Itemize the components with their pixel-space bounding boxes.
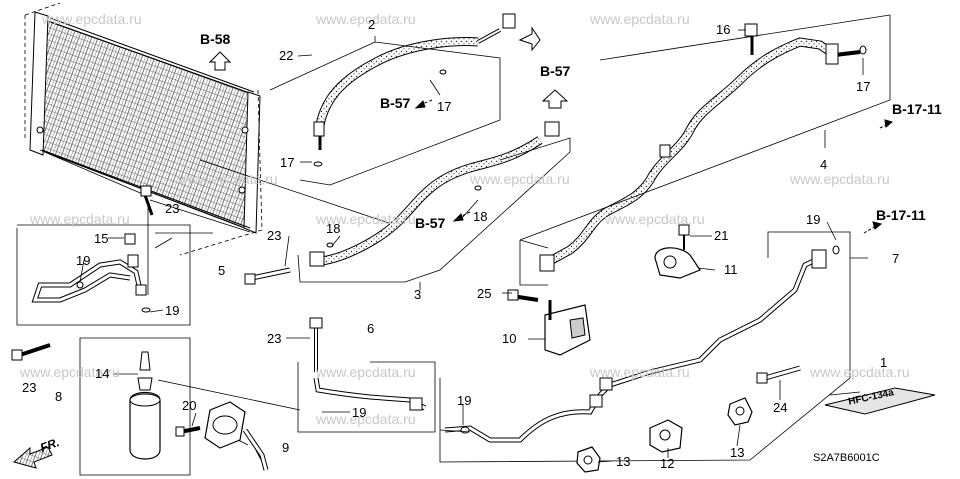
watermark-text: www.epcdata.ru (316, 11, 416, 27)
part-22-label[interactable]: 22 (279, 48, 294, 63)
part-3-label[interactable]: 3 (414, 287, 422, 302)
ref-b57-middle[interactable]: B-57 (540, 63, 571, 79)
part-9-label[interactable]: 9 (282, 440, 290, 455)
part-16-label[interactable]: 16 (716, 22, 731, 37)
part-19-label-pipe5[interactable]: 19 (76, 253, 91, 268)
part-25-label[interactable]: 25 (477, 286, 492, 301)
part-24-label[interactable]: 24 (773, 400, 788, 415)
diagram-code: S2A7B6001C (813, 452, 880, 464)
part-5-label[interactable]: 5 (218, 263, 226, 278)
watermark-text: www.epcdata.ru (605, 211, 705, 227)
watermark-text: www.epcdata.ru (470, 171, 570, 187)
ref-b58[interactable]: B-58 (200, 31, 231, 47)
ref-b1711-upper[interactable]: B-17-11 (892, 101, 942, 117)
part-11-label[interactable]: 11 (724, 262, 738, 277)
part-19-label-upper[interactable]: 19 (806, 212, 821, 227)
part-18-label-left[interactable]: 18 (326, 221, 341, 236)
part-19-label-pipe6[interactable]: 19 (352, 405, 367, 420)
watermark-text: www.epcdata.ru (590, 364, 690, 380)
part-13-label-right[interactable]: 13 (730, 445, 745, 460)
watermark-text: www.epcdata.ru (590, 11, 690, 27)
part-1-label[interactable]: 1 (880, 355, 888, 370)
ref-b1711-lower[interactable]: B-17-11 (876, 207, 926, 223)
part-23-label-lower[interactable]: 23 (22, 380, 37, 395)
part-13-label-lower[interactable]: 13 (616, 454, 631, 469)
watermark-text: www.epcdata.ru (30, 211, 130, 227)
part-2-label[interactable]: 2 (368, 17, 376, 32)
ref-b57-upper[interactable]: B-57 (380, 95, 411, 111)
part-12-label[interactable]: 12 (660, 456, 675, 471)
part-17-label-upper[interactable]: 17 (437, 99, 452, 114)
part-8-label[interactable]: 8 (55, 389, 63, 404)
part-15-label[interactable]: 15 (94, 231, 109, 246)
watermark-text: www.epcdata.ru (316, 364, 416, 380)
condenser (29, 11, 261, 234)
watermark-text: www.epcdata.ru (316, 411, 416, 427)
watermark-text: www.epcdata.ru (42, 11, 142, 27)
part-23-label-pipe6[interactable]: 23 (267, 331, 282, 346)
part-21-label[interactable]: 21 (714, 228, 729, 243)
ref-b57-lower[interactable]: B-57 (415, 215, 446, 231)
watermark-text: www.epcdata.ru (178, 171, 278, 187)
part-23-label-top[interactable]: 23 (165, 201, 180, 216)
part-17-label-right[interactable]: 17 (856, 79, 871, 94)
watermark-text: www.epcdata.ru (20, 364, 120, 380)
part-14-label[interactable]: 14 (95, 366, 110, 381)
part-23-label-middle[interactable]: 23 (267, 228, 282, 243)
part-7-label[interactable]: 7 (892, 251, 900, 266)
part-18-label-right[interactable]: 18 (473, 209, 488, 224)
part-6-label[interactable]: 6 (367, 321, 375, 336)
watermark-text: www.epcdata.ru (790, 171, 890, 187)
part-10-label[interactable]: 10 (502, 331, 517, 346)
part-20-label[interactable]: 20 (182, 398, 197, 413)
part-17-label-left[interactable]: 17 (280, 155, 295, 170)
part-19-label-pipe7[interactable]: 19 (457, 393, 472, 408)
watermark-text: www.epcdata.ru (810, 364, 910, 380)
part-4-label[interactable]: 4 (820, 157, 828, 172)
part-19-label-receiver[interactable]: 19 (165, 303, 180, 318)
watermark-text: www.epcdata.ru (316, 211, 416, 227)
